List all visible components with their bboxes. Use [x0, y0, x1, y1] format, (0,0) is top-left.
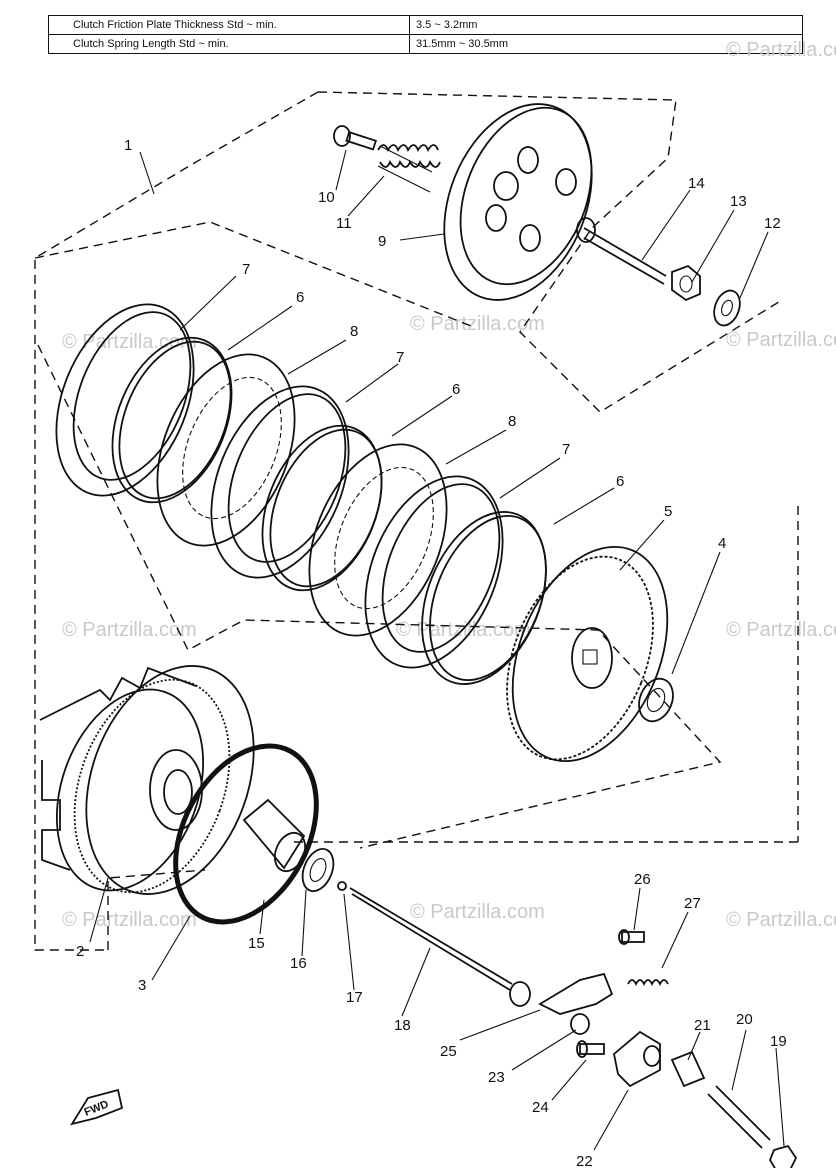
washer-16 — [301, 848, 335, 892]
callout-19: 19 — [770, 1033, 787, 1050]
spring-ring-6 — [111, 336, 233, 504]
callout-1: 1 — [124, 137, 132, 154]
watermarks: © Partzilla.com © Partzilla.com © Partzi… — [62, 39, 836, 931]
clutch-housing-2 — [39, 665, 255, 895]
spec-table: Clutch Friction Plate Thickness Std ~ mi… — [48, 15, 803, 54]
callout-4: 4 — [718, 535, 726, 552]
release-lever-25 — [509, 972, 614, 1015]
callout-15: 15 — [248, 935, 265, 952]
spec-label: Clutch Spring Length Std ~ min. — [48, 34, 410, 54]
callout-25: 25 — [440, 1043, 457, 1060]
thrust-washer-4 — [638, 677, 674, 723]
callout-18: 18 — [394, 1017, 411, 1034]
callout-7b: 7 — [396, 349, 404, 366]
nut-13 — [671, 264, 701, 302]
ball-17 — [337, 881, 347, 891]
bolt-24 — [576, 1040, 605, 1058]
callout-labels: 1 10 11 9 14 13 12 7 6 8 7 6 8 7 6 5 4 2… — [76, 137, 787, 1168]
callout-12: 12 — [764, 215, 781, 232]
clutch-spring-11 — [377, 144, 441, 193]
callout-7c: 7 — [562, 441, 570, 458]
callout-24: 24 — [532, 1099, 549, 1116]
pressure-plate-9 — [443, 103, 596, 301]
callout-16: 16 — [290, 955, 307, 972]
callout-2: 2 — [76, 943, 84, 960]
spring-27 — [627, 979, 669, 987]
friction-plate-7 — [364, 475, 504, 669]
watermark-text: © Partzilla.com — [62, 909, 197, 931]
callout-23: 23 — [488, 1069, 505, 1086]
watermark-text: © Partzilla.com — [726, 619, 836, 641]
callout-3: 3 — [138, 977, 146, 994]
callout-7a: 7 — [242, 261, 250, 278]
friction-plate-7 — [55, 303, 195, 497]
watermark-text: © Partzilla.com — [726, 39, 836, 61]
screw-20 — [707, 1085, 771, 1149]
spring-ring-6 — [261, 424, 383, 592]
nut-19 — [768, 1144, 798, 1168]
callout-17: 17 — [346, 989, 363, 1006]
push-rod-14 — [583, 227, 667, 285]
callout-6a: 6 — [296, 289, 304, 306]
callout-13: 13 — [730, 193, 747, 210]
spring-ring-6 — [421, 511, 547, 685]
callout-26: 26 — [634, 871, 651, 888]
clutch-plate-8 — [308, 443, 448, 637]
bolt-10 — [333, 125, 377, 151]
callout-20: 20 — [736, 1011, 753, 1028]
callout-5: 5 — [664, 503, 672, 520]
callout-10: 10 — [318, 189, 335, 206]
adjuster-housing-22 — [613, 1030, 661, 1088]
leader-lines — [89, 149, 785, 1151]
spec-value: 31.5mm ~ 30.5mm — [409, 34, 803, 54]
adjusting-screw-21 — [670, 1050, 706, 1088]
pin-26 — [618, 929, 645, 945]
callout-6c: 6 — [616, 473, 624, 490]
callout-27: 27 — [684, 895, 701, 912]
washer-12 — [713, 289, 741, 327]
callout-9: 9 — [378, 233, 386, 250]
sleeve-15 — [242, 798, 307, 873]
callout-22: 22 — [576, 1153, 593, 1168]
watermark-text: © Partzilla.com — [62, 619, 197, 641]
watermark-text: © Partzilla.com — [410, 313, 545, 335]
callout-8b: 8 — [508, 413, 516, 430]
spec-row: Clutch Spring Length Std ~ min. 31.5mm ~… — [48, 34, 803, 54]
push-rod-18 — [349, 887, 513, 991]
clutch-plate-8 — [156, 353, 296, 547]
fwd-arrow: FWD — [70, 1088, 124, 1126]
assembly-boundary — [34, 91, 799, 951]
clutch-boss-5 — [506, 545, 669, 763]
watermark-text: © Partzilla.com — [410, 901, 545, 923]
callout-8a: 8 — [350, 323, 358, 340]
callout-6b: 6 — [452, 381, 460, 398]
callout-11: 11 — [336, 215, 352, 232]
watermark-text: © Partzilla.com — [726, 329, 836, 351]
friction-plate-7 — [210, 385, 350, 579]
washer-23 — [570, 1013, 590, 1035]
callout-14: 14 — [688, 175, 705, 192]
watermark-text: © Partzilla.com — [726, 909, 836, 931]
callout-21: 21 — [694, 1017, 711, 1034]
